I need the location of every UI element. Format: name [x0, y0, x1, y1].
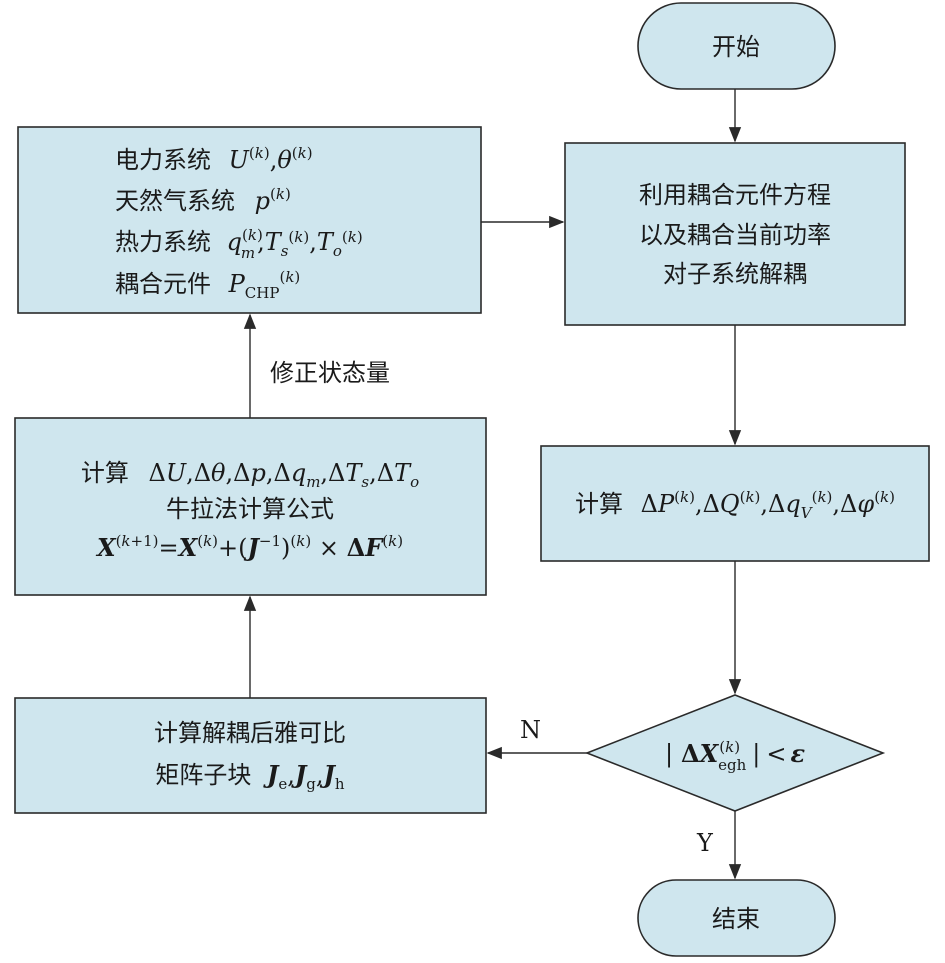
heat-system-line: 热力系统 q(k)m,Ts(k),To(k)	[115, 226, 363, 262]
newton-calc-line-1: 计算 ΔU,Δθ,Δp,Δqm,ΔTs,ΔTo	[81, 459, 419, 491]
end-terminal	[637, 879, 836, 957]
newton-calc-line-2: 牛拉法计算公式	[166, 495, 334, 523]
correct-state-label: 修正状态量	[270, 359, 390, 387]
jacobian-calc-line-1: 计算解耦后雅可比	[154, 719, 346, 747]
decoupling-box	[564, 142, 906, 326]
no-label: N	[520, 716, 541, 744]
power-system-line: 电力系统 U(k),θ(k)	[115, 144, 313, 174]
start-terminal	[637, 2, 836, 90]
decoupling-line-1: 利用耦合元件方程	[639, 181, 831, 209]
newton-formula: X(k+1)=X(k)+(J−1)(k) × ΔF(k)	[95, 532, 403, 562]
newton-calc-box	[14, 417, 487, 596]
decoupling-line-3: 对子系统解耦	[663, 260, 807, 288]
jacobian-calc-line-2: 矩阵子块 Je,Jg,Jh	[155, 760, 345, 793]
state-variables-box	[17, 126, 482, 314]
end-label: 结束	[712, 905, 760, 933]
jacobian-calc-box	[14, 697, 487, 814]
convergence-condition: |ΔX(k)egh|<ε	[665, 738, 806, 774]
yes-label: Y	[696, 829, 714, 857]
mismatch-calc-line: 计算 ΔP(k),ΔQ(k),ΔqV(k),Δφ(k)	[575, 488, 895, 522]
mismatch-calc-box	[540, 445, 930, 562]
coupling-element-line: 耦合元件 PCHP(k)	[115, 268, 300, 302]
decoupling-line-2: 以及耦合当前功率	[639, 221, 831, 249]
gas-system-line: 天然气系统 p(k)	[115, 185, 291, 215]
start-label: 开始	[712, 33, 760, 61]
